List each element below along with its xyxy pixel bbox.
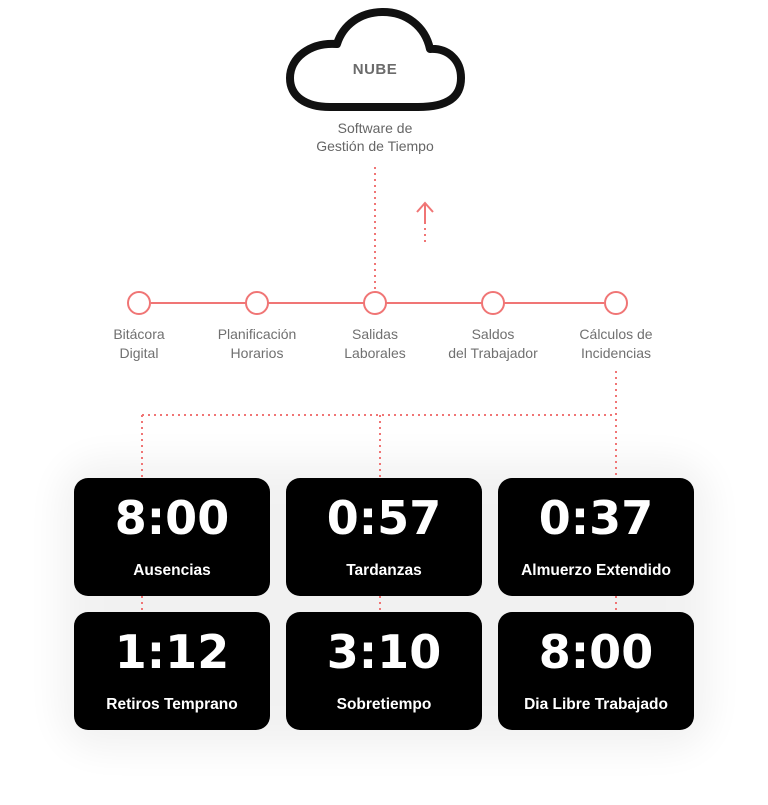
card-value: 1:12 [115, 625, 229, 679]
node-label-line2: Digital [120, 345, 159, 361]
card-background [286, 478, 482, 596]
card-background [498, 612, 694, 730]
card-title: Tardanzas [346, 562, 422, 579]
card-title: Dia Libre Trabajado [524, 696, 668, 713]
timeline-node [245, 291, 269, 315]
node-label-line2: Incidencias [581, 345, 651, 361]
timeline-node [127, 291, 151, 315]
timeline-node [481, 291, 505, 315]
cloud-icon [286, 8, 465, 111]
node-label-line1: Cálculos de [579, 326, 652, 342]
arrow-up-icon [416, 201, 434, 243]
card-background [286, 612, 482, 730]
node-label-line2: Laborales [344, 345, 406, 361]
card-connectors [141, 371, 617, 612]
card-title: Almuerzo Extendido [521, 562, 671, 579]
timeline-node [604, 291, 628, 315]
timeline-node [363, 291, 387, 315]
card-value: 0:57 [327, 491, 441, 545]
card-background [498, 478, 694, 596]
card-title: Ausencias [133, 562, 211, 579]
card-background [74, 478, 270, 596]
cloud-subtitle-line1: Software de [338, 120, 413, 136]
cloud-subtitle-line2: Gestión de Tiempo [316, 138, 434, 154]
card-title: Retiros Temprano [106, 696, 238, 713]
node-label-line1: Planificación [218, 326, 297, 342]
card-title: Sobretiempo [337, 696, 432, 713]
cloud-label: NUBE [353, 61, 398, 78]
node-label-line2: Horarios [231, 345, 284, 361]
card-value: 8:00 [115, 491, 229, 545]
card-background [74, 612, 270, 730]
card-value: 3:10 [327, 625, 441, 679]
node-label-line2: del Trabajador [448, 345, 538, 361]
card-value: 0:37 [539, 491, 653, 545]
node-label-line1: Saldos [472, 326, 515, 342]
node-label-line1: Salidas [352, 326, 398, 342]
node-label-line1: Bitácora [113, 326, 165, 342]
card-value: 8:00 [539, 625, 653, 679]
